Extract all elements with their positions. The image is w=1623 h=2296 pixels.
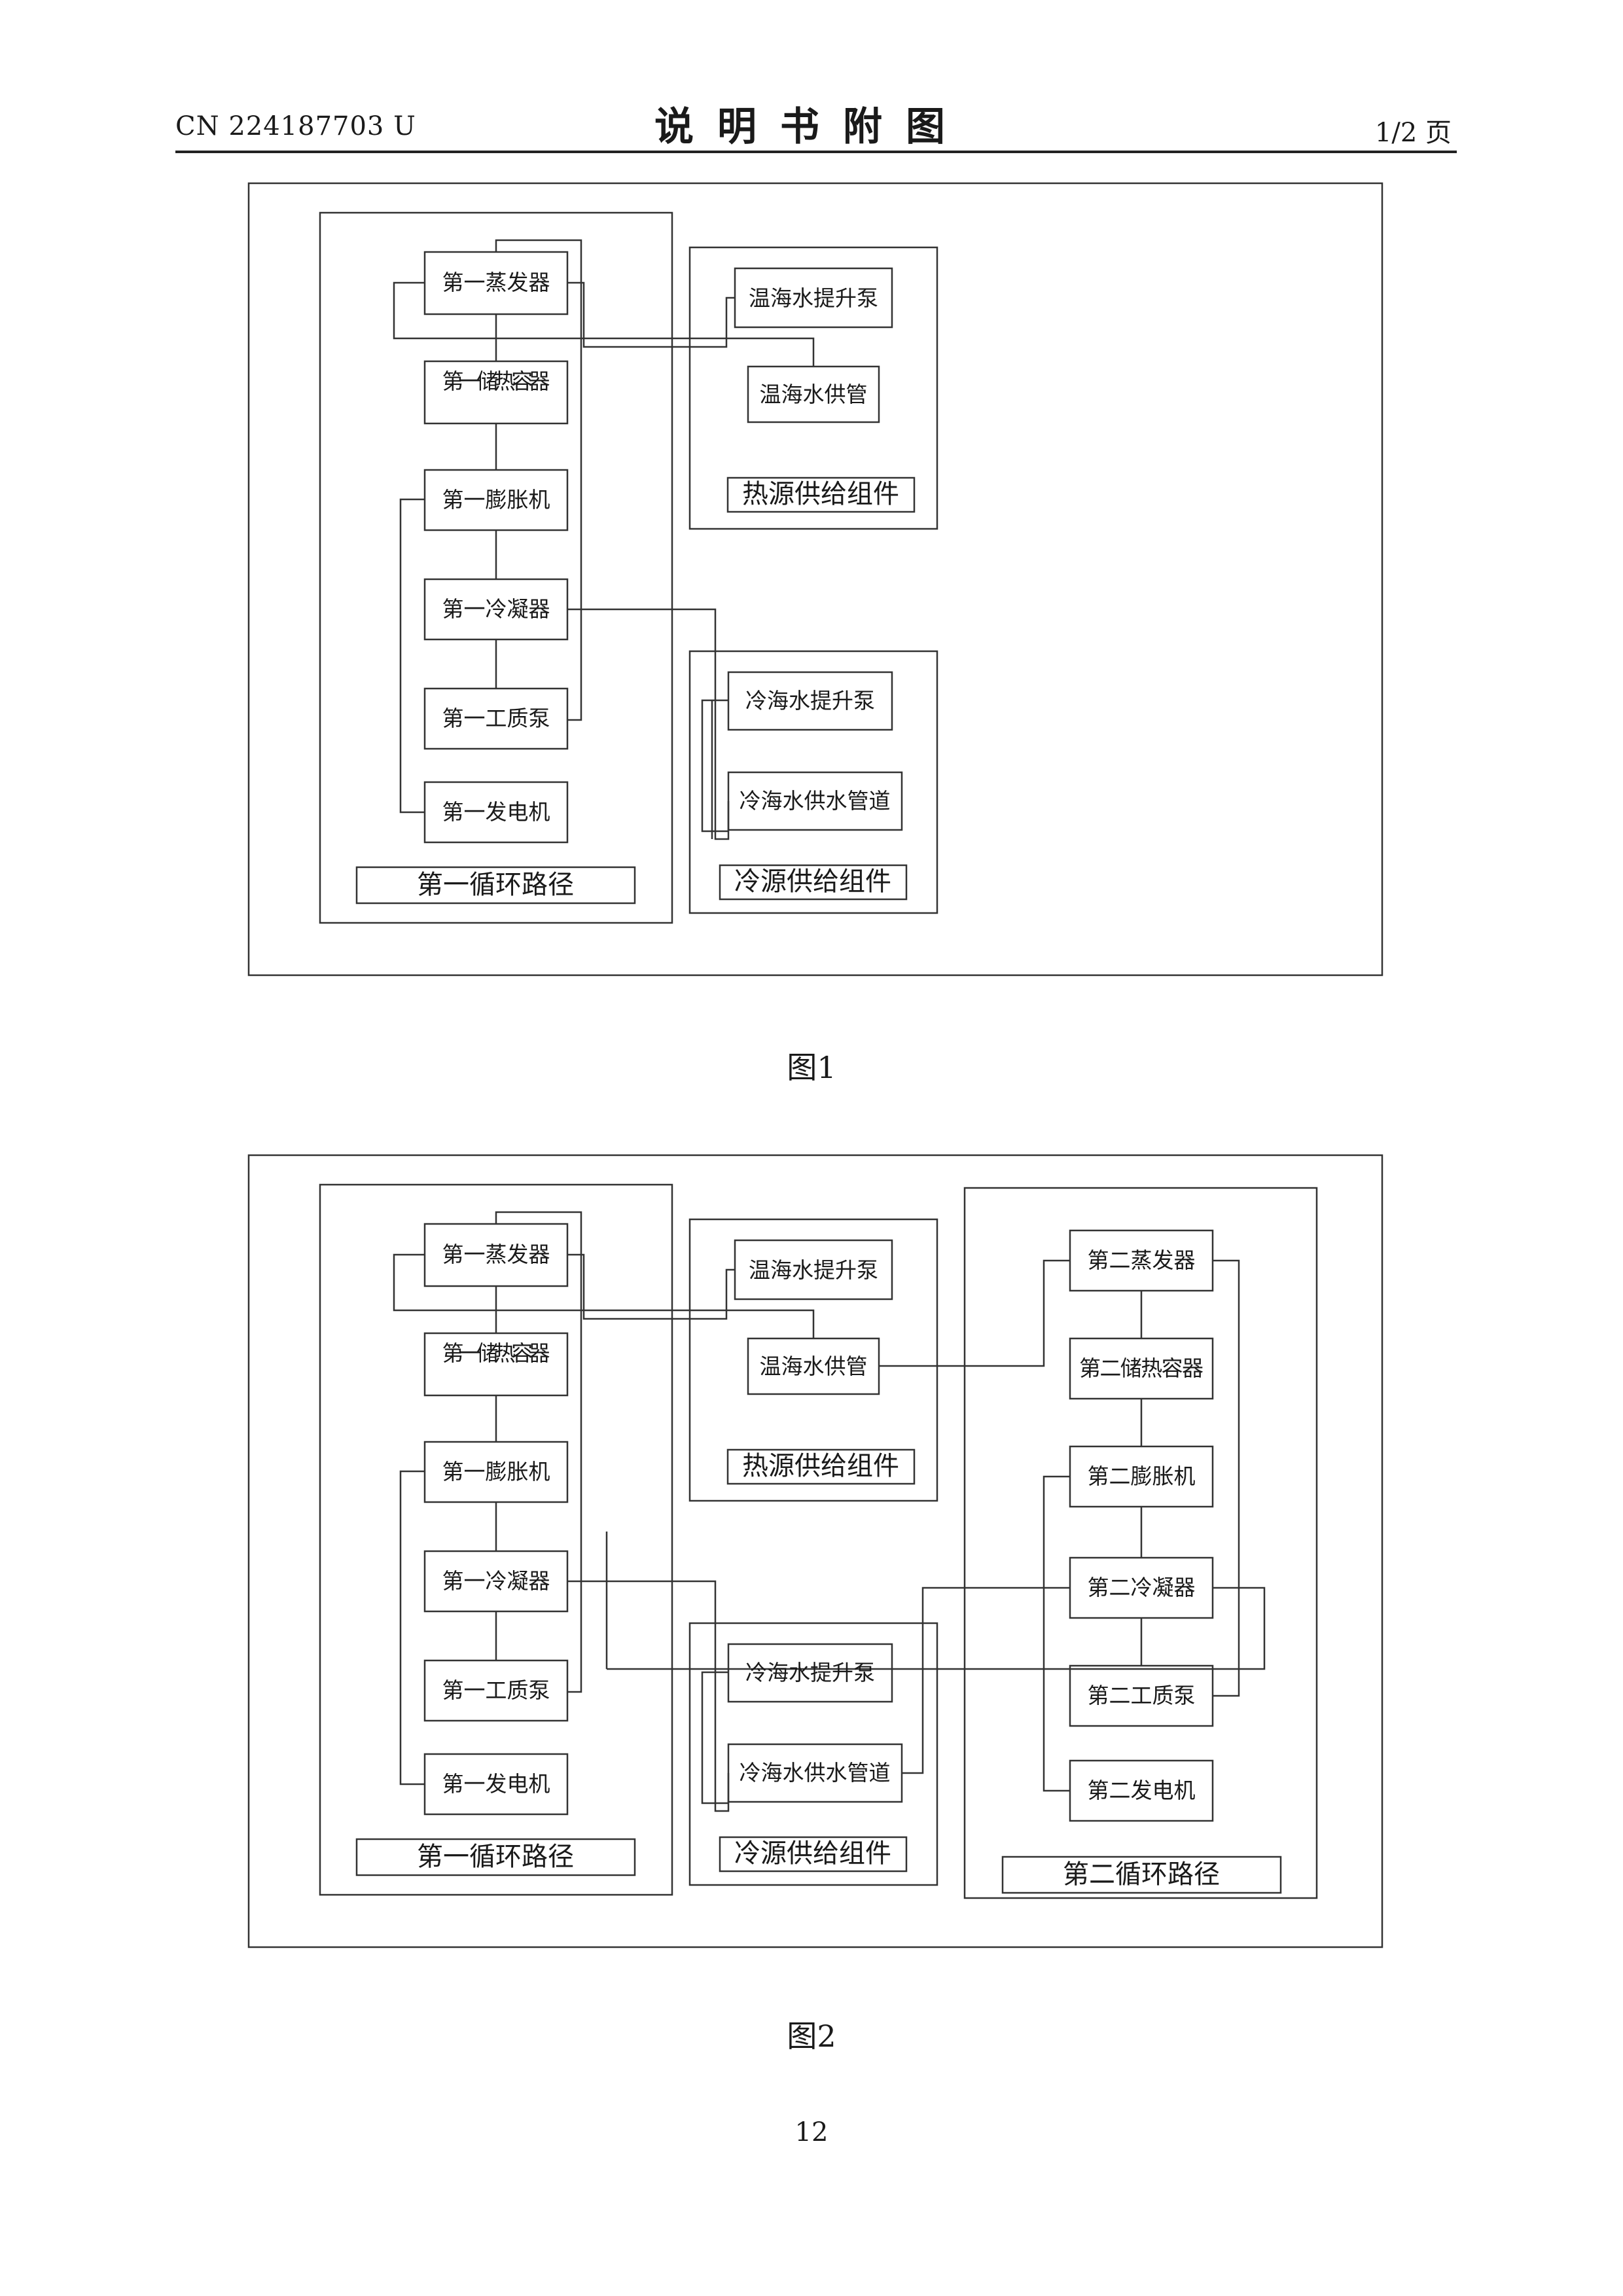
first-generator-label: 第一发电机 (442, 799, 550, 825)
figure-2-labels: 第一蒸发器 第一储热容器 第一膨胀机 第一冷凝器 第一工质泵 第一发电机 第一循… (0, 972, 1623, 1993)
circuit1-title: 第一循环路径 (417, 870, 574, 900)
warm-lift-pump-label: 温海水提升泵 (749, 285, 878, 311)
heat-source-title: 热源供给组件 (742, 1451, 899, 1481)
figure-1-labels: 第一蒸发器 第一储热容器 第一膨胀机 第一冷凝器 第一工质泵 第一发电机 第一循… (0, 0, 1623, 1021)
first-working-pump-label: 第一工质泵 (442, 706, 550, 731)
cold-supply-pipe-label: 冷海水供水管道 (740, 788, 891, 814)
first-expander-label: 第一膨胀机 (442, 1459, 550, 1484)
figure-2-caption: 图2 (0, 2013, 1623, 2056)
second-condenser-label: 第二冷凝器 (1088, 1575, 1196, 1600)
first-generator-label: 第一发电机 (442, 1771, 550, 1797)
cold-lift-pump-label: 冷海水提升泵 (745, 688, 875, 713)
first-working-pump-label: 第一工质泵 (442, 1677, 550, 1703)
warm-supply-pipe-label: 温海水供管 (760, 382, 868, 407)
first-condenser-label: 第一冷凝器 (442, 596, 550, 622)
second-heat-storage-label: 第二储热容器 (1079, 1355, 1204, 1381)
cold-source-title: 冷源供给组件 (734, 867, 891, 897)
page-number: 12 (0, 2117, 1623, 2147)
cold-lift-pump-label: 冷海水提升泵 (745, 1660, 875, 1685)
circuit1-title: 第一循环路径 (417, 1842, 574, 1872)
second-evaporator-label: 第二蒸发器 (1088, 1247, 1196, 1273)
warm-supply-pipe-label: 温海水供管 (760, 1354, 868, 1379)
cold-source-title: 冷源供给组件 (734, 1839, 891, 1869)
second-expander-label: 第二膨胀机 (1088, 1463, 1196, 1489)
first-heat-storage-label: 第一储热容器 (442, 1340, 550, 1366)
circuit2-title: 第二循环路径 (1063, 1859, 1220, 1890)
first-evaporator-label: 第一蒸发器 (442, 270, 550, 295)
first-evaporator-label: 第一蒸发器 (442, 1242, 550, 1267)
first-condenser-label: 第一冷凝器 (442, 1568, 550, 1594)
first-heat-storage-label: 第一储热容器 (442, 368, 550, 394)
cold-supply-pipe-label: 冷海水供水管道 (740, 1760, 891, 1785)
second-generator-label: 第二发电机 (1088, 1778, 1196, 1803)
warm-lift-pump-label: 温海水提升泵 (749, 1257, 878, 1283)
first-expander-label: 第一膨胀机 (442, 487, 550, 512)
heat-source-title: 热源供给组件 (742, 479, 899, 509)
second-working-pump-label: 第二工质泵 (1088, 1683, 1196, 1708)
